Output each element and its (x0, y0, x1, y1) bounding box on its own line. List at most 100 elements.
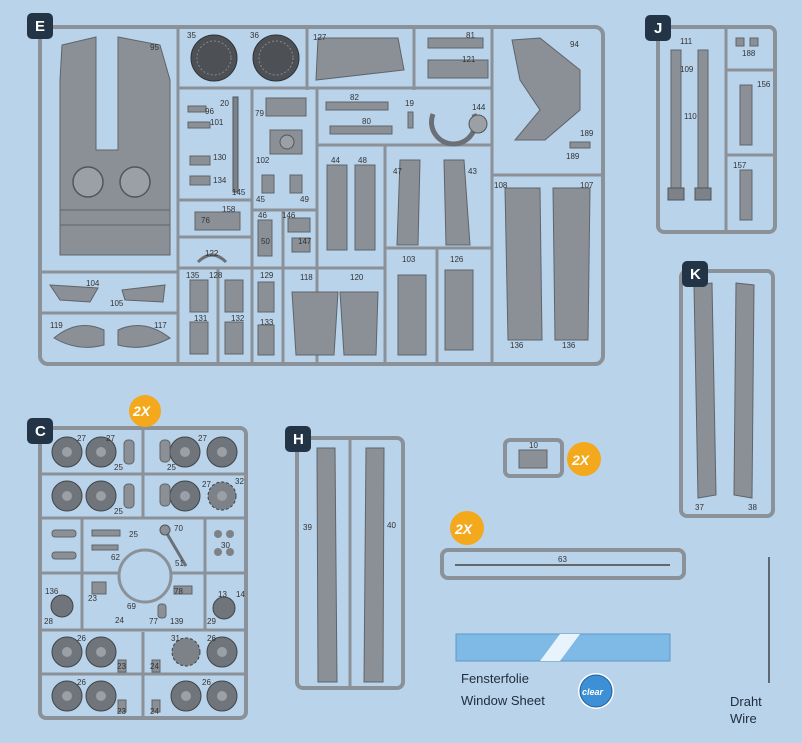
svg-text:19: 19 (405, 99, 414, 108)
svg-text:24: 24 (150, 662, 159, 671)
svg-text:27: 27 (202, 480, 211, 489)
svg-text:36: 36 (250, 31, 259, 40)
svg-text:40: 40 (387, 521, 396, 530)
svg-text:2X: 2X (132, 403, 152, 419)
svg-text:77: 77 (149, 617, 158, 626)
svg-text:117: 117 (154, 321, 167, 330)
svg-text:69: 69 (127, 602, 136, 611)
road-wheels (50, 436, 238, 712)
svg-text:Draht: Draht (730, 694, 762, 709)
svg-text:146: 146 (282, 211, 296, 220)
svg-text:110: 110 (684, 112, 697, 121)
svg-text:136: 136 (45, 587, 59, 596)
svg-text:23: 23 (117, 707, 126, 716)
svg-text:157: 157 (733, 161, 747, 170)
svg-text:130: 130 (213, 153, 227, 162)
svg-text:121: 121 (462, 55, 476, 64)
svg-text:79: 79 (255, 109, 264, 118)
svg-text:94: 94 (570, 40, 579, 49)
svg-text:35: 35 (187, 31, 196, 40)
window-sheet: Fensterfolie Window Sheet clear (455, 633, 671, 709)
svg-text:131: 131 (194, 314, 208, 323)
svg-text:62: 62 (111, 553, 120, 562)
svg-text:103: 103 (402, 255, 416, 264)
wire: Draht Wire (730, 557, 770, 726)
badge-h: H (285, 426, 311, 452)
svg-text:147: 147 (298, 237, 312, 246)
svg-text:136: 136 (510, 341, 524, 350)
svg-text:105: 105 (110, 299, 124, 308)
svg-text:188: 188 (742, 49, 756, 58)
svg-text:30: 30 (221, 541, 230, 550)
svg-text:122: 122 (205, 249, 219, 258)
svg-text:95: 95 (150, 43, 159, 52)
sprue-e-labels: 95 35 36 127 81 121 94 20 96 101 130 134… (50, 31, 594, 350)
svg-text:Window Sheet: Window Sheet (461, 693, 545, 708)
svg-text:28: 28 (44, 617, 53, 626)
svg-text:E: E (35, 18, 45, 35)
svg-text:39: 39 (303, 523, 312, 532)
svg-text:26: 26 (77, 634, 86, 643)
svg-text:128: 128 (209, 271, 223, 280)
svg-text:25: 25 (114, 463, 123, 472)
svg-text:109: 109 (680, 65, 694, 74)
part-63-sprue: 63 2X (440, 511, 686, 580)
svg-text:2X: 2X (454, 521, 474, 537)
sprue-h: 39 40 H (285, 426, 405, 690)
svg-text:46: 46 (258, 211, 267, 220)
svg-text:111: 111 (680, 37, 693, 46)
svg-text:96: 96 (205, 107, 214, 116)
svg-text:26: 26 (77, 678, 86, 687)
svg-text:133: 133 (260, 318, 274, 327)
svg-text:26: 26 (202, 678, 211, 687)
svg-text:158: 158 (222, 205, 236, 214)
sprue-k: 37 38 K (679, 261, 775, 518)
svg-text:37: 37 (695, 503, 704, 512)
svg-text:120: 120 (350, 273, 364, 282)
svg-text:31: 31 (171, 634, 180, 643)
badge-j: J (645, 15, 671, 41)
svg-text:49: 49 (300, 195, 309, 204)
svg-text:139: 139 (170, 617, 184, 626)
sprue-c-labels: 27 27 25 25 27 27 32 25 25 70 62 51 30 1… (44, 434, 245, 716)
svg-text:43: 43 (468, 167, 477, 176)
svg-text:26: 26 (207, 634, 216, 643)
svg-text:23: 23 (117, 662, 126, 671)
svg-text:2X: 2X (571, 452, 591, 468)
svg-text:132: 132 (231, 314, 245, 323)
svg-text:136: 136 (562, 341, 576, 350)
svg-text:48: 48 (358, 156, 367, 165)
svg-text:32: 32 (235, 477, 244, 486)
svg-text:J: J (654, 20, 662, 37)
svg-text:13: 13 (218, 590, 227, 599)
badge-c: C (27, 418, 53, 444)
svg-text:129: 129 (260, 271, 274, 280)
sprue-j: 111 109 110 188 156 157 J (645, 15, 777, 234)
part-10-sprue: 10 2X (503, 438, 601, 478)
multiplier-c: 2X (129, 395, 161, 427)
svg-text:78: 78 (174, 587, 183, 596)
svg-text:23: 23 (88, 594, 97, 603)
svg-text:126: 126 (450, 255, 464, 264)
svg-text:189: 189 (566, 152, 580, 161)
svg-text:119: 119 (50, 321, 63, 330)
svg-text:Fensterfolie: Fensterfolie (461, 671, 529, 686)
svg-text:45: 45 (256, 195, 265, 204)
svg-text:14: 14 (236, 590, 245, 599)
svg-text:145: 145 (232, 188, 246, 197)
svg-text:81: 81 (466, 31, 475, 40)
svg-text:24: 24 (150, 707, 159, 716)
svg-text:51: 51 (175, 559, 184, 568)
svg-text:80: 80 (362, 117, 371, 126)
svg-text:189: 189 (580, 129, 594, 138)
svg-text:29: 29 (207, 617, 216, 626)
svg-text:10: 10 (529, 441, 538, 450)
badge-e: E (27, 13, 53, 39)
svg-text:47: 47 (393, 167, 402, 176)
badge-k: K (682, 261, 708, 287)
sprue-c: 27 27 25 25 27 27 32 25 25 70 62 51 30 1… (27, 395, 248, 720)
svg-text:24: 24 (115, 616, 124, 625)
svg-text:44: 44 (331, 156, 340, 165)
svg-text:27: 27 (77, 434, 86, 443)
